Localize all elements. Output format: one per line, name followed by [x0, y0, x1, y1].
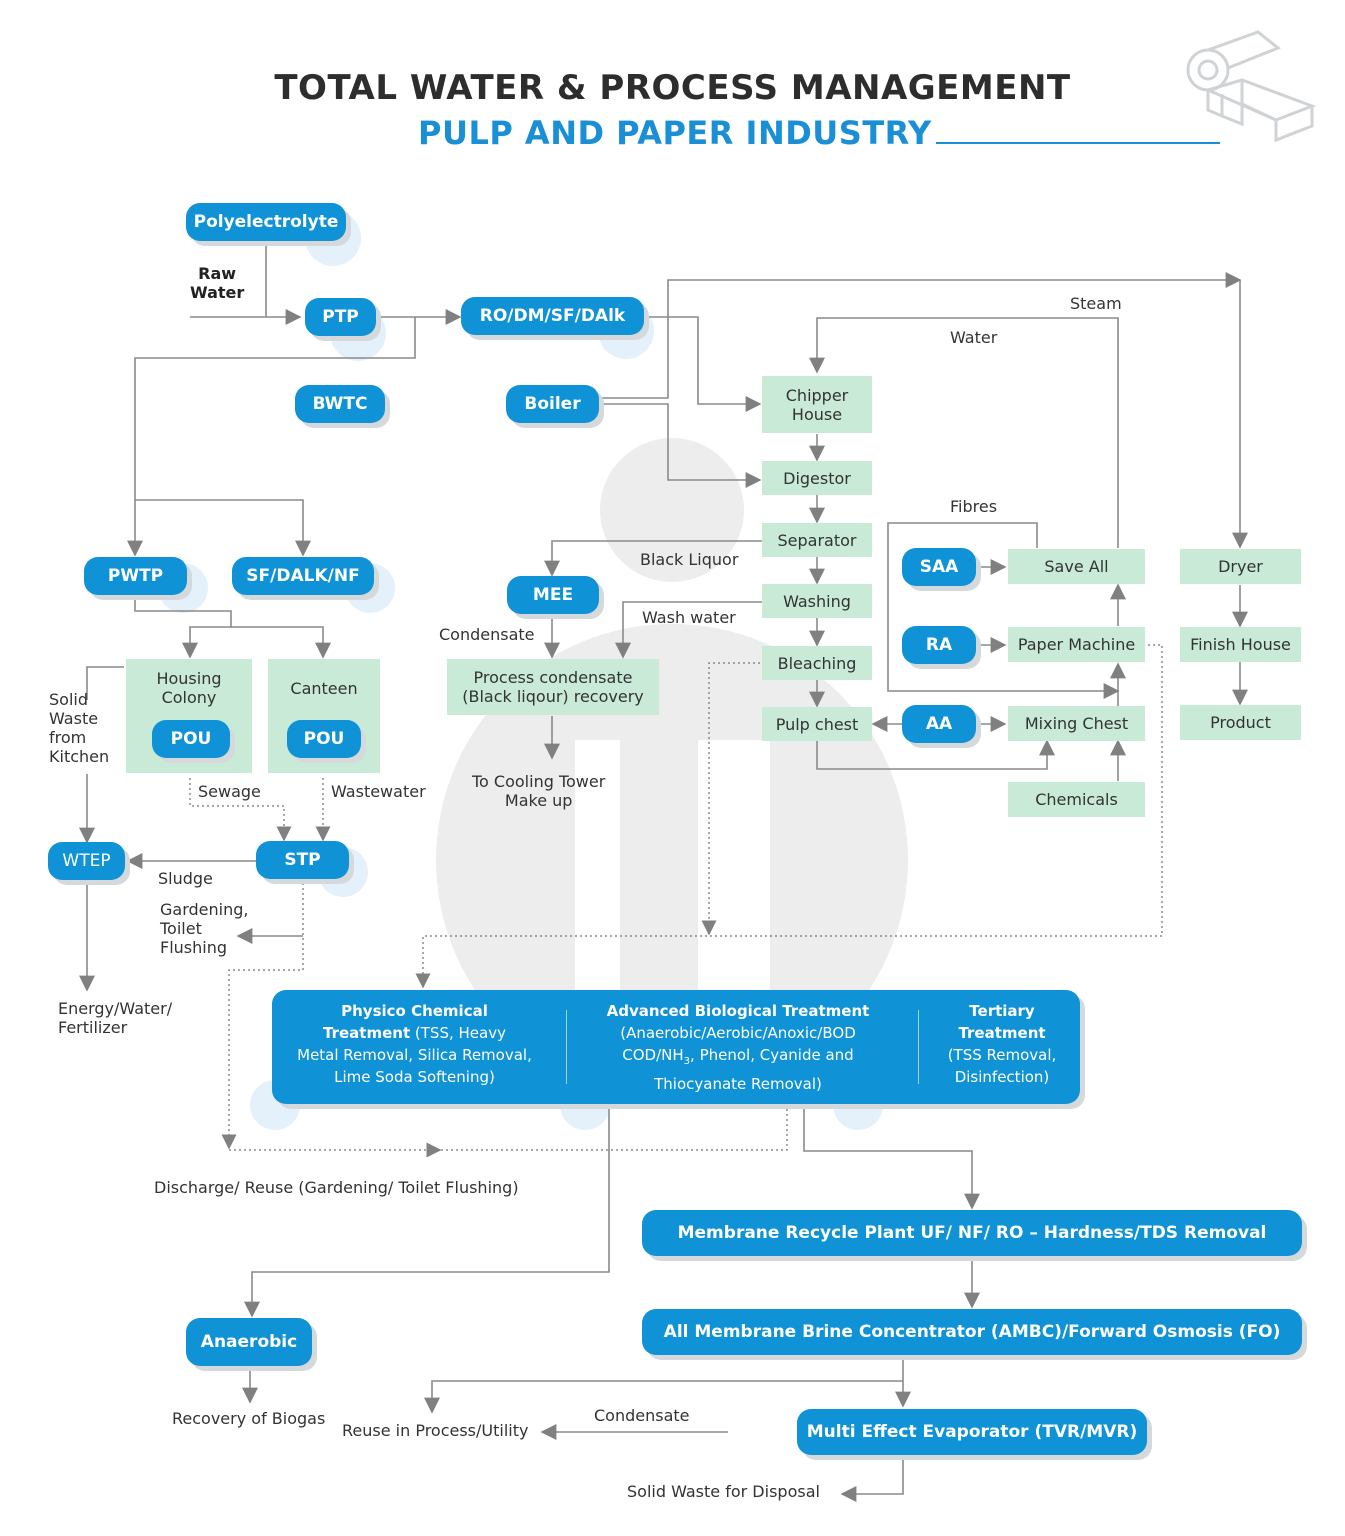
- process-condensate-node: Process condensate (Black liqour) recove…: [447, 659, 659, 715]
- column-divider: [918, 1010, 919, 1084]
- fibres-label: Fibres: [950, 497, 998, 516]
- bio-detail-1: (Anaerobic/Aerobic/Anoxic/BOD: [620, 1024, 856, 1042]
- anaerobic-node: Anaerobic: [186, 1318, 312, 1366]
- tertiary-detail: (TSS Removal, Disinfection): [947, 1046, 1057, 1086]
- separator-node: Separator: [762, 523, 872, 557]
- physico-title: Physico Chemical Treatment: [323, 1002, 488, 1042]
- washing-node: Washing: [762, 584, 872, 618]
- energy-label: Energy/Water/ Fertilizer: [58, 999, 173, 1037]
- digestor-node: Digestor: [762, 461, 872, 495]
- title-underline: [936, 142, 1220, 144]
- mixing-chest-node: Mixing Chest: [1008, 706, 1145, 741]
- chemicals-node: Chemicals: [1008, 782, 1145, 817]
- water-label: Water: [950, 328, 998, 347]
- housing-colony-label: Housing Colony: [156, 669, 222, 707]
- raw-water-label: Raw Water: [190, 264, 245, 302]
- canteen-label: Canteen: [290, 679, 358, 698]
- physico-chemical-column: Physico Chemical Treatment (TSS, Heavy M…: [282, 1000, 547, 1088]
- column-divider: [566, 1010, 567, 1084]
- wash-water-label: Wash water: [642, 608, 736, 627]
- bio-detail-3: Thiocyanate Removal): [654, 1075, 822, 1093]
- condensate-bottom-label: Condensate: [594, 1406, 690, 1425]
- bio-title: Advanced Biological Treatment: [606, 1002, 870, 1020]
- tertiary-column: Tertiary Treatment (TSS Removal, Disinfe…: [927, 1000, 1077, 1088]
- finish-house-node: Finish House: [1180, 627, 1301, 662]
- wtep-node: WTEP: [48, 842, 125, 880]
- bio-detail-2a: COD/NH: [622, 1046, 684, 1064]
- pou-housing-node: POU: [152, 720, 230, 758]
- physico-detail: (TSS, Heavy Metal Removal, Silica Remova…: [297, 1024, 532, 1086]
- pwtp-node: PWTP: [84, 557, 187, 595]
- saa-node: SAA: [902, 548, 976, 586]
- ra-node: RA: [902, 626, 976, 664]
- solid-waste-disposal-label: Solid Waste for Disposal: [627, 1482, 820, 1501]
- product-node: Product: [1180, 705, 1301, 740]
- membrane-recycle-node: Membrane Recycle Plant UF/ NF/ RO – Hard…: [642, 1210, 1302, 1256]
- ambc-node: All Membrane Brine Concentrator (AMBC)/F…: [642, 1309, 1302, 1355]
- bio-detail-2b: , Phenol, Cyanide and: [690, 1046, 854, 1064]
- pou-canteen-node: POU: [287, 720, 361, 758]
- discharge-label: Discharge/ Reuse (Gardening/ Toilet Flus…: [154, 1178, 519, 1197]
- bleaching-node: Bleaching: [762, 646, 872, 680]
- boiler-node: Boiler: [506, 385, 599, 423]
- condensate-label: Condensate: [439, 625, 535, 644]
- chipper-house-node: Chipper House: [762, 376, 872, 433]
- paper-machine-node: Paper Machine: [1008, 627, 1145, 662]
- ptp-node: PTP: [305, 298, 376, 336]
- cooling-tower-label: To Cooling Tower Make up: [472, 772, 606, 810]
- paper-roll-machine-icon: [1186, 30, 1317, 143]
- treatment-box: Physico Chemical Treatment (TSS, Heavy M…: [272, 990, 1080, 1104]
- solid-waste-kitchen-label: Solid Waste from Kitchen: [49, 690, 110, 766]
- page-title: TOTAL WATER & PROCESS MANAGEMENT: [274, 68, 1071, 108]
- bio-detail-2sub: 3: [683, 1056, 691, 1067]
- gardening-label: Gardening, Toilet Flushing: [160, 900, 249, 957]
- stp-node: STP: [256, 841, 349, 879]
- sludge-label: Sludge: [158, 869, 213, 888]
- save-all-node: Save All: [1008, 549, 1145, 584]
- sf-dalk-nf-node: SF/DALK/NF: [232, 557, 374, 595]
- dryer-node: Dryer: [1180, 549, 1301, 584]
- reuse-process-label: Reuse in Process/Utility: [342, 1421, 529, 1440]
- biological-column: Advanced Biological Treatment (Anaerobic…: [577, 1000, 899, 1095]
- bio-detail-2: COD/NH3, Phenol, Cyanide and: [577, 1044, 899, 1073]
- aa-node: AA: [902, 705, 976, 743]
- multi-effect-evaporator-node: Multi Effect Evaporator (TVR/MVR): [797, 1409, 1147, 1455]
- sewage-label: Sewage: [198, 782, 261, 801]
- page-subtitle: PULP AND PAPER INDUSTRY: [418, 114, 932, 152]
- tertiary-title: Tertiary Treatment: [958, 1002, 1046, 1042]
- bwtc-node: BWTC: [295, 385, 385, 423]
- recovery-biogas-label: Recovery of Biogas: [172, 1409, 326, 1428]
- black-liquor-label: Black Liquor: [640, 550, 739, 569]
- pulp-chest-node: Pulp chest: [762, 707, 872, 741]
- ro-dm-sf-dalk-node: RO/DM/SF/DAlk: [461, 297, 644, 335]
- mee-node: MEE: [507, 576, 599, 614]
- steam-label: Steam: [1070, 294, 1122, 313]
- wastewater-label: Wastewater: [331, 782, 426, 801]
- polyelectrolyte-node: Polyelectrolyte: [186, 203, 346, 241]
